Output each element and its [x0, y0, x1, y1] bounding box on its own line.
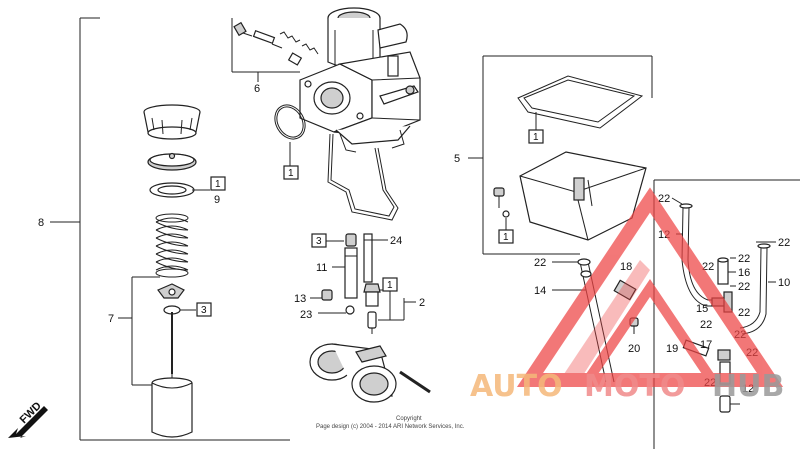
callout-13: 13 [294, 293, 306, 305]
carburetor-top-ring [143, 104, 201, 140]
bracket-8 [50, 17, 290, 441]
copyright-line2: Page design (c) 2004 - 2014 ARI Network … [316, 424, 465, 430]
ref-box-1-label: 1 [503, 232, 509, 243]
overflow-tube [327, 133, 399, 221]
cap-gasket [149, 182, 195, 198]
callout-22: 22 [658, 193, 670, 205]
bracket-7 [118, 276, 160, 386]
ref-box-1 [283, 165, 299, 180]
callout-21: 20 [628, 343, 640, 355]
watermark-text: AUTO MOTO HUB [470, 369, 784, 404]
joint-10 [613, 279, 637, 301]
callout-20: 15 [696, 303, 708, 315]
callout-22: 22 [700, 319, 712, 331]
watermark-auto: AUTO [470, 369, 563, 404]
bracket-2 [378, 289, 416, 321]
callout-5: 5 [454, 153, 460, 165]
clip-22 [580, 270, 592, 278]
drain-screw [493, 187, 510, 218]
bracket-6 [231, 18, 300, 82]
joint-15 [717, 349, 731, 361]
ref-box-3-label: 3 [201, 305, 207, 316]
watermark-moto: MOTO [584, 369, 685, 404]
callout-10: 18 [620, 261, 632, 273]
ref-box-3-label: 3 [316, 236, 322, 247]
float-valve [363, 283, 381, 334]
callout-14: 16 [738, 267, 750, 279]
hose-14 [717, 257, 729, 285]
carburetor-body [299, 7, 421, 153]
float [309, 343, 397, 403]
washer [345, 305, 355, 315]
callout-11: 11 [316, 262, 327, 274]
callout-22: 22 [778, 237, 790, 249]
callout-23: 23 [300, 309, 312, 321]
watermark-logo [516, 187, 784, 387]
watermark-hub: HUB [712, 369, 784, 404]
callout-6: 6 [254, 83, 260, 95]
fwd-arrow-icon [8, 406, 48, 438]
callout-8: 8 [38, 217, 44, 229]
right-panel-frame [653, 179, 800, 449]
ref-box-1-label: 1 [215, 179, 221, 190]
needle-jet-holder [344, 233, 358, 299]
carburetor-cap [147, 152, 197, 171]
callout-22: 22 [534, 257, 546, 269]
main-jet [321, 289, 333, 301]
callout-16: 19 [666, 343, 678, 355]
bowl-gasket [517, 75, 644, 129]
air-screw-set [233, 21, 319, 66]
ref-box-1 [498, 229, 514, 244]
slow-jet [363, 233, 373, 283]
callout-24: 24 [390, 235, 402, 247]
callout-18: 14 [534, 285, 546, 297]
ref-box-1-label: 1 [533, 132, 539, 143]
callout-15: 17 [700, 339, 712, 351]
callout-22: 22 [738, 281, 750, 293]
float-pin [399, 370, 431, 394]
needle-clip [163, 305, 196, 315]
flange-o-ring [274, 104, 306, 140]
ref-box-1-label: 1 [288, 168, 294, 179]
callout-9: 9 [214, 194, 220, 206]
throttle-valve [151, 377, 193, 438]
ref-box-3 [196, 302, 212, 317]
callout-2: 2 [419, 297, 425, 309]
needle-retainer [157, 283, 185, 299]
throttle-spring [155, 213, 189, 278]
ref-box-1-label: 1 [387, 280, 393, 291]
callout-12: 10 [778, 277, 790, 289]
callout-22: 22 [738, 253, 750, 265]
callout-7: 7 [108, 313, 114, 325]
bracket-5 [468, 55, 653, 255]
ref-box-1 [528, 129, 544, 144]
ref-box-1 [210, 176, 226, 191]
callout-22: 22 [738, 307, 750, 319]
ref-box-1 [382, 277, 398, 292]
copyright-line1: Copyright [396, 416, 422, 422]
